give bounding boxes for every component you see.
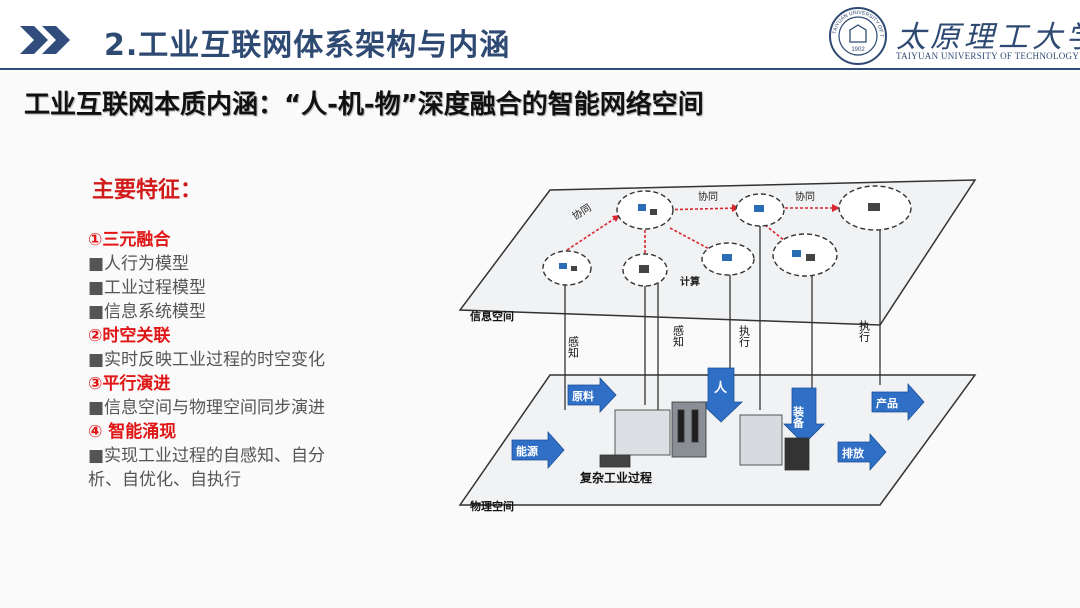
- svg-text:1902: 1902: [851, 47, 865, 53]
- features-heading: 主要特征：: [92, 178, 203, 203]
- compute-label: 计算: [680, 275, 700, 288]
- process-label: 复杂工业过程: [579, 470, 652, 485]
- emission-label: 排放: [842, 446, 865, 460]
- feature-line: ■实现工业过程的自感知、自分: [88, 446, 326, 466]
- sense-label: 感知: [567, 336, 580, 359]
- feature-title: ②时空关联: [88, 326, 171, 346]
- human-label: 人: [714, 380, 728, 396]
- feature-title: ③平行演进: [88, 374, 171, 394]
- university-name-cn: 太原理工大学: [896, 20, 1080, 55]
- product-label: 产品: [876, 396, 898, 410]
- features-list: 主要特征： ①三元融合 ■人行为模型 ■工业过程模型 ■信息系统模型 ②时空关联…: [88, 172, 388, 492]
- execute-label: 执行: [738, 324, 751, 348]
- information-space-label: 信息空间: [470, 309, 514, 323]
- raw-material-arrow: [567, 376, 617, 414]
- equipment-label: 装备: [792, 405, 806, 429]
- slide-title: 2.工业互联网体系架构与内涵: [104, 28, 511, 63]
- human-arrow: [699, 367, 743, 423]
- feature-item: ④ 智能涌现 ■实现工业过程的自感知、自分 析、自优化、自执行: [88, 420, 388, 492]
- raw-material-label: 原料: [572, 389, 594, 403]
- physical-space-label: 物理空间: [470, 499, 514, 513]
- collab-label: 协同: [795, 190, 815, 203]
- feature-line: ■实时反映工业过程的时空变化: [88, 350, 326, 370]
- feature-line: ■信息系统模型: [88, 302, 207, 322]
- sense-label: 感知: [672, 325, 685, 348]
- equipment-arrow: [783, 387, 825, 445]
- university-logo: TAIYUAN UNIVERSITY OF TECHNOLOGY 1902 太原…: [828, 6, 1080, 66]
- feature-line: ■工业过程模型: [88, 278, 207, 298]
- subtitle: 工业互联网本质内涵：“人-机-物”深度融合的智能网络空间: [24, 90, 704, 120]
- double-chevron-icon: [20, 26, 70, 54]
- energy-label: 能源: [516, 444, 538, 458]
- emission-arrow: [837, 432, 887, 472]
- feature-item: ③平行演进 ■信息空间与物理空间同步演进: [88, 372, 388, 420]
- feature-line: ■人行为模型: [88, 254, 190, 274]
- university-name-en: TAIYUAN UNIVERSITY OF TECHNOLOGY: [896, 51, 1080, 61]
- feature-title: ④ 智能涌现: [88, 422, 177, 442]
- header-divider: [0, 68, 1080, 70]
- feature-item: ①三元融合 ■人行为模型 ■工业过程模型 ■信息系统模型: [88, 228, 388, 324]
- product-arrow: [871, 382, 925, 422]
- header-bar: 2.工业互联网体系架构与内涵 TAIYUAN UNIVERSITY OF TEC…: [0, 0, 1080, 72]
- feature-title: ①三元融合: [88, 230, 171, 250]
- energy-arrow: [511, 430, 565, 470]
- feature-line: 析、自优化、自执行: [88, 470, 241, 490]
- university-seal-icon: TAIYUAN UNIVERSITY OF TECHNOLOGY 1902: [828, 6, 887, 65]
- feature-item: ②时空关联 ■实时反映工业过程的时空变化: [88, 324, 388, 372]
- feature-line: ■信息空间与物理空间同步演进: [88, 398, 326, 418]
- factory-equipment: [599, 401, 810, 471]
- physical-space-plane: [458, 374, 977, 506]
- execute-label: 执行: [858, 319, 871, 343]
- cyber-physical-diagram: 信息空间 物理空间: [458, 179, 977, 513]
- collab-label: 协同: [698, 190, 718, 203]
